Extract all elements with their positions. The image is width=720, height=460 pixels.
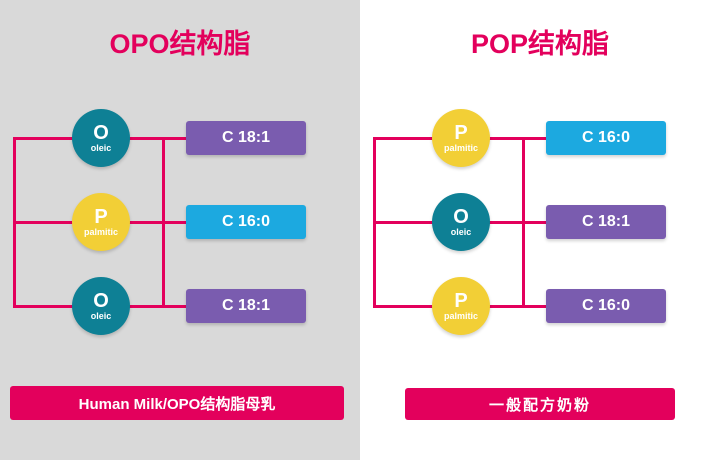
node-label: palmitic	[443, 311, 478, 321]
node-letter: O	[93, 122, 109, 144]
node-label: oleic	[90, 143, 112, 153]
node-letter: O	[93, 290, 109, 312]
node-label: oleic	[90, 311, 112, 321]
glycerol-node-palmitic: P palmitic	[72, 193, 130, 251]
glycerol-node-oleic: O oleic	[72, 277, 130, 335]
fatty-acid-box: C 16:0	[186, 205, 306, 239]
glycerol-node-oleic: O oleic	[72, 109, 130, 167]
fatty-acid-box: C 18:1	[546, 205, 666, 239]
panel-pop: POP结构脂 P palmitic O oleic P palmitic C 1…	[360, 0, 720, 460]
glycerol-node-palmitic: P palmitic	[432, 277, 490, 335]
node-letter: P	[94, 206, 108, 228]
node-label: oleic	[450, 227, 472, 237]
panel-title-opo: OPO结构脂	[109, 29, 251, 59]
fatty-acid-box: C 16:0	[546, 121, 666, 155]
fatty-acid-box: C 16:0	[546, 289, 666, 323]
panel-opo: OPO结构脂 O oleic P palmitic O oleic C 18:1…	[0, 0, 360, 460]
glycerol-node-palmitic: P palmitic	[432, 109, 490, 167]
panel-title-pop: POP结构脂	[470, 29, 610, 59]
glycerol-node-oleic: O oleic	[432, 193, 490, 251]
node-letter: O	[453, 206, 469, 228]
fatty-acid-box: C 18:1	[186, 121, 306, 155]
node-letter: P	[454, 290, 468, 312]
node-label: palmitic	[443, 143, 478, 153]
fatty-acid-box: C 18:1	[186, 289, 306, 323]
footer-banner-opo: Human Milk/OPO结构脂母乳	[10, 386, 344, 420]
footer-banner-pop: 一般配方奶粉	[405, 388, 675, 420]
node-letter: P	[454, 122, 468, 144]
node-label: palmitic	[83, 227, 118, 237]
